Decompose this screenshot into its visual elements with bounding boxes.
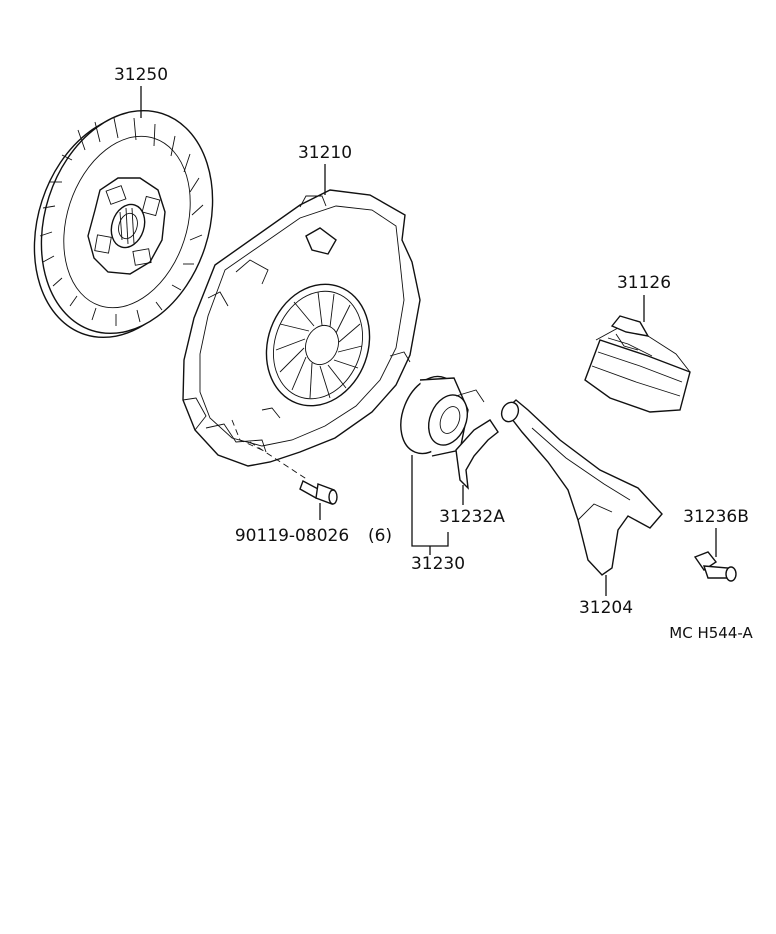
callout-31250: 31250 [114,65,168,85]
boot-drawing [584,315,691,413]
clutch-disc-drawing [33,109,214,339]
release-fork-drawing [500,399,663,576]
diagram-code: MC H544-A [669,624,753,642]
callout-31126: 31126 [617,273,671,293]
callout-31210: 31210 [298,143,352,163]
callout-bolt-qty: (6) [368,526,392,546]
release-hub-drawing [455,419,499,490]
release-bearing-drawing [400,375,485,457]
callout-31204: 31204 [579,598,633,618]
callout-31230: 31230 [411,554,465,574]
callout-31232A: 31232A [439,507,505,527]
callout-31236B: 31236B [683,507,749,527]
clutch-cover-drawing [182,189,421,481]
bolt-drawing [299,480,338,505]
stud-drawing [693,551,737,582]
leader-31230 [411,455,449,547]
callout-bolt: 90119-08026 [235,526,349,546]
